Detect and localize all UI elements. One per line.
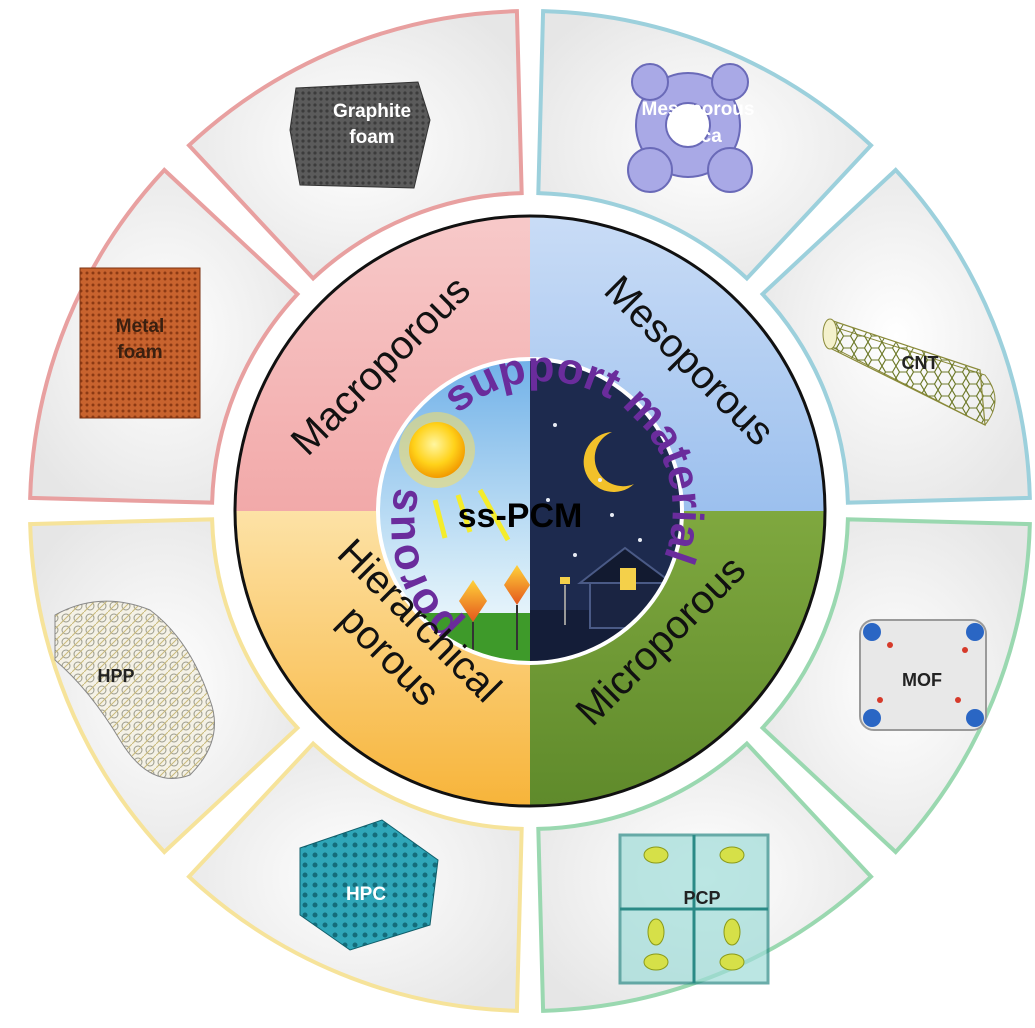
sun-ray-arrows bbox=[432, 488, 511, 542]
graphite-foam-image bbox=[289, 81, 431, 189]
sun-icon bbox=[399, 412, 475, 488]
heat-diamond-icon bbox=[504, 565, 530, 605]
label-mof: MOF bbox=[902, 670, 942, 690]
label-graphite-foam-2: foam bbox=[349, 127, 394, 148]
label-cnt: CNT bbox=[902, 353, 939, 373]
center-title: ss-PCM bbox=[458, 497, 583, 535]
label-hpc: HPC bbox=[346, 884, 386, 905]
label-pcp: PCP bbox=[683, 888, 720, 908]
hpc-image bbox=[299, 819, 439, 951]
label-mesoporous-silica-2: silica bbox=[674, 126, 722, 147]
mof-image bbox=[859, 619, 987, 731]
cnt-image bbox=[822, 318, 996, 427]
label-graphite-foam-1: Graphite bbox=[333, 101, 411, 122]
quadrant-disc-outline bbox=[233, 214, 827, 808]
metal-foam-image bbox=[79, 267, 201, 419]
heat-diamond-icon bbox=[459, 580, 487, 622]
mesoporous-silica-image bbox=[627, 63, 753, 193]
hpp-image bbox=[54, 600, 215, 779]
label-mesoporous-silica-1: Mesoporous bbox=[642, 99, 755, 120]
label-metal-foam-2: foam bbox=[117, 342, 162, 363]
label-metal-foam-1: Metal bbox=[116, 316, 165, 337]
pcp-image bbox=[618, 833, 770, 985]
moon-icon bbox=[583, 432, 634, 492]
lamp-icon bbox=[560, 577, 570, 584]
label-hpp: HPP bbox=[97, 666, 134, 686]
stars bbox=[546, 423, 642, 557]
segment-cnt bbox=[759, 167, 1032, 505]
